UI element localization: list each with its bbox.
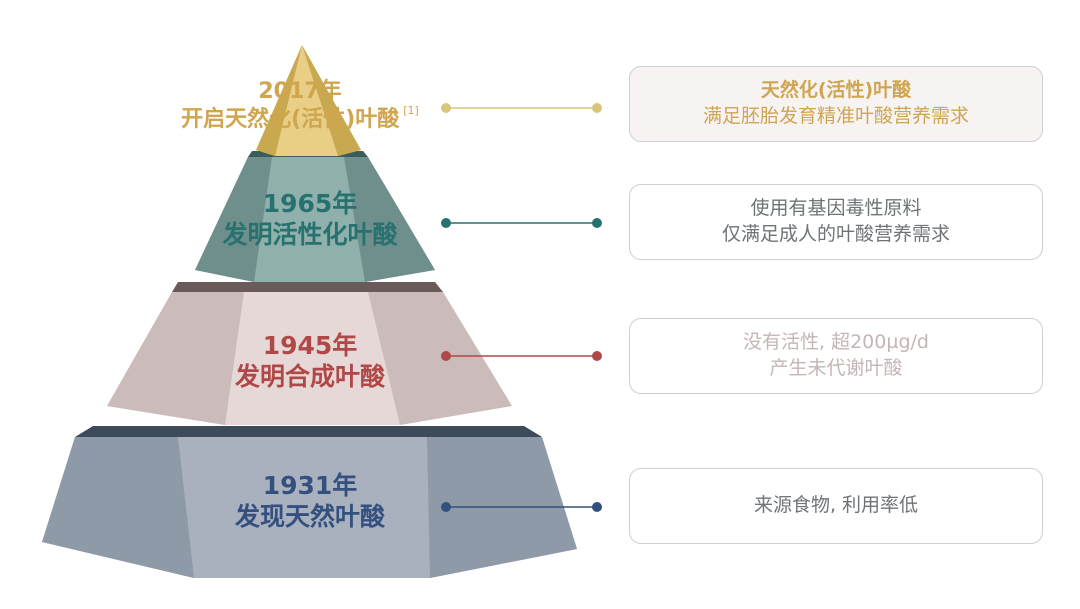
tier-year-1945: 1945年 <box>262 331 358 360</box>
note-line1-1945: 没有活性, 超200µg/d <box>743 331 929 354</box>
note-line2-1965: 仅满足成人的叶酸营养需求 <box>721 223 950 245</box>
footnote-ref: [1] <box>403 103 419 117</box>
connector-1965 <box>441 218 602 228</box>
note-box-2017: 天然化(活性)叶酸 满足胚胎发育精准叶酸营养需求 <box>629 66 1043 142</box>
tier-label-1945: 1945年 发明合成叶酸 <box>180 330 440 393</box>
tier-label-1965: 1965年 发明活性化叶酸 <box>180 188 440 251</box>
note-line1-1965: 使用有基因毒性原料 <box>750 197 922 220</box>
connector-2017 <box>441 103 602 113</box>
pyramid-tier-2017 <box>256 45 361 156</box>
tier-label-2017: 2017年 开启天然化(活性)叶酸[1] <box>140 78 460 133</box>
tier-label-1931: 1931年 发现天然叶酸 <box>180 470 440 533</box>
note-text-2017: 满足胚胎发育精准叶酸营养需求 <box>702 105 969 127</box>
tier-year-1931: 1931年 <box>262 471 358 500</box>
note-line1-1931: 来源食物, 利用率低 <box>753 494 919 517</box>
connector-1945 <box>441 351 602 361</box>
tier-title-1931: 发现天然叶酸 <box>234 502 385 532</box>
tier-year-2017: 2017年 <box>258 79 342 104</box>
note-box-1931: 来源食物, 利用率低 <box>629 468 1043 544</box>
pyramid-tier-1945 <box>107 282 512 425</box>
connector-1931 <box>441 502 602 512</box>
tier-year-1965: 1965年 <box>262 189 358 218</box>
note-box-1965: 使用有基因毒性原料 仅满足成人的叶酸营养需求 <box>629 184 1043 260</box>
tier-title-1945: 发明合成叶酸 <box>234 362 385 392</box>
note-line2-1945: 产生未代谢叶酸 <box>769 357 903 379</box>
note-box-1945: 没有活性, 超200µg/d 产生未代谢叶酸 <box>629 318 1043 394</box>
tier-title-1965: 发明活性化叶酸 <box>222 220 398 250</box>
note-title-2017: 天然化(活性)叶酸 <box>760 79 912 102</box>
tier-title-2017: 开启天然化(活性)叶酸[1] <box>181 103 419 132</box>
